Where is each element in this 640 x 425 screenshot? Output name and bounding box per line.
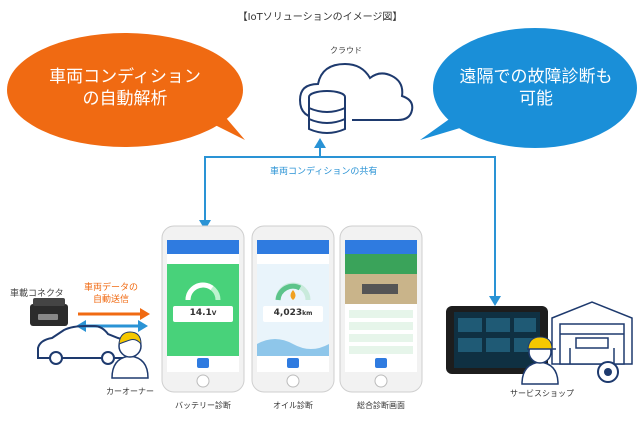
battery-unit: V bbox=[211, 310, 217, 317]
oil-value-readout: 4,023km bbox=[263, 308, 323, 318]
phone-label-oil: オイル診断 bbox=[273, 401, 313, 410]
car-owner-label: カーオーナー bbox=[106, 387, 154, 396]
share-label: 車両コンディションの共有 bbox=[270, 167, 378, 177]
left-bubble-line2: の自動解析 bbox=[82, 89, 168, 109]
battery-value-readout: 14.1V bbox=[173, 308, 233, 318]
right-bubble-line1: 遠隔での故障診断も bbox=[459, 67, 613, 87]
auto-send-line2: 自動送信 bbox=[92, 295, 129, 305]
left-bubble-line1: 車両コンディション bbox=[49, 67, 201, 87]
car-owner-icon bbox=[111, 331, 149, 379]
auto-send-arrow bbox=[78, 308, 150, 320]
battery-value: 14.1 bbox=[189, 308, 212, 318]
right-speech-bubble bbox=[420, 28, 637, 148]
oil-unit: km bbox=[302, 310, 313, 317]
cloud-label: クラウド bbox=[330, 46, 362, 55]
phone-oil bbox=[251, 225, 335, 393]
right-bubble-text: 遠隔での故障診断も 可能 bbox=[438, 66, 634, 110]
connector-label: 車載コネクタ bbox=[10, 289, 64, 299]
car-connector-device bbox=[30, 298, 68, 326]
arrow-up-cloud bbox=[314, 138, 326, 148]
left-bubble-text: 車両コンディション の自動解析 bbox=[20, 66, 230, 110]
oil-value: 4,023 bbox=[273, 308, 303, 318]
phone-label-battery: バッテリー診断 bbox=[175, 401, 231, 410]
phone-label-overall: 総合診断画面 bbox=[357, 401, 405, 410]
left-speech-bubble bbox=[7, 33, 245, 147]
auto-send-label: 車両データの 自動送信 bbox=[80, 282, 142, 306]
auto-send-line1: 車両データの bbox=[83, 283, 138, 293]
cloud-icon bbox=[298, 62, 414, 121]
garage-icon bbox=[551, 301, 633, 365]
tablet-device bbox=[446, 306, 548, 374]
diagram-title: 【IoTソリューションのイメージ図】 bbox=[237, 12, 403, 23]
service-staff-icon bbox=[521, 336, 559, 385]
arrow-down-phone bbox=[199, 220, 211, 230]
right-bubble-line2: 可能 bbox=[519, 89, 553, 109]
phone-battery bbox=[161, 225, 245, 393]
tire-icon bbox=[597, 361, 619, 383]
service-shop-label: サービスショップ bbox=[510, 389, 574, 398]
arrow-down-tablet bbox=[489, 296, 501, 306]
database-icon bbox=[308, 90, 346, 134]
phone-overall bbox=[339, 225, 423, 393]
car-icon bbox=[37, 325, 127, 365]
